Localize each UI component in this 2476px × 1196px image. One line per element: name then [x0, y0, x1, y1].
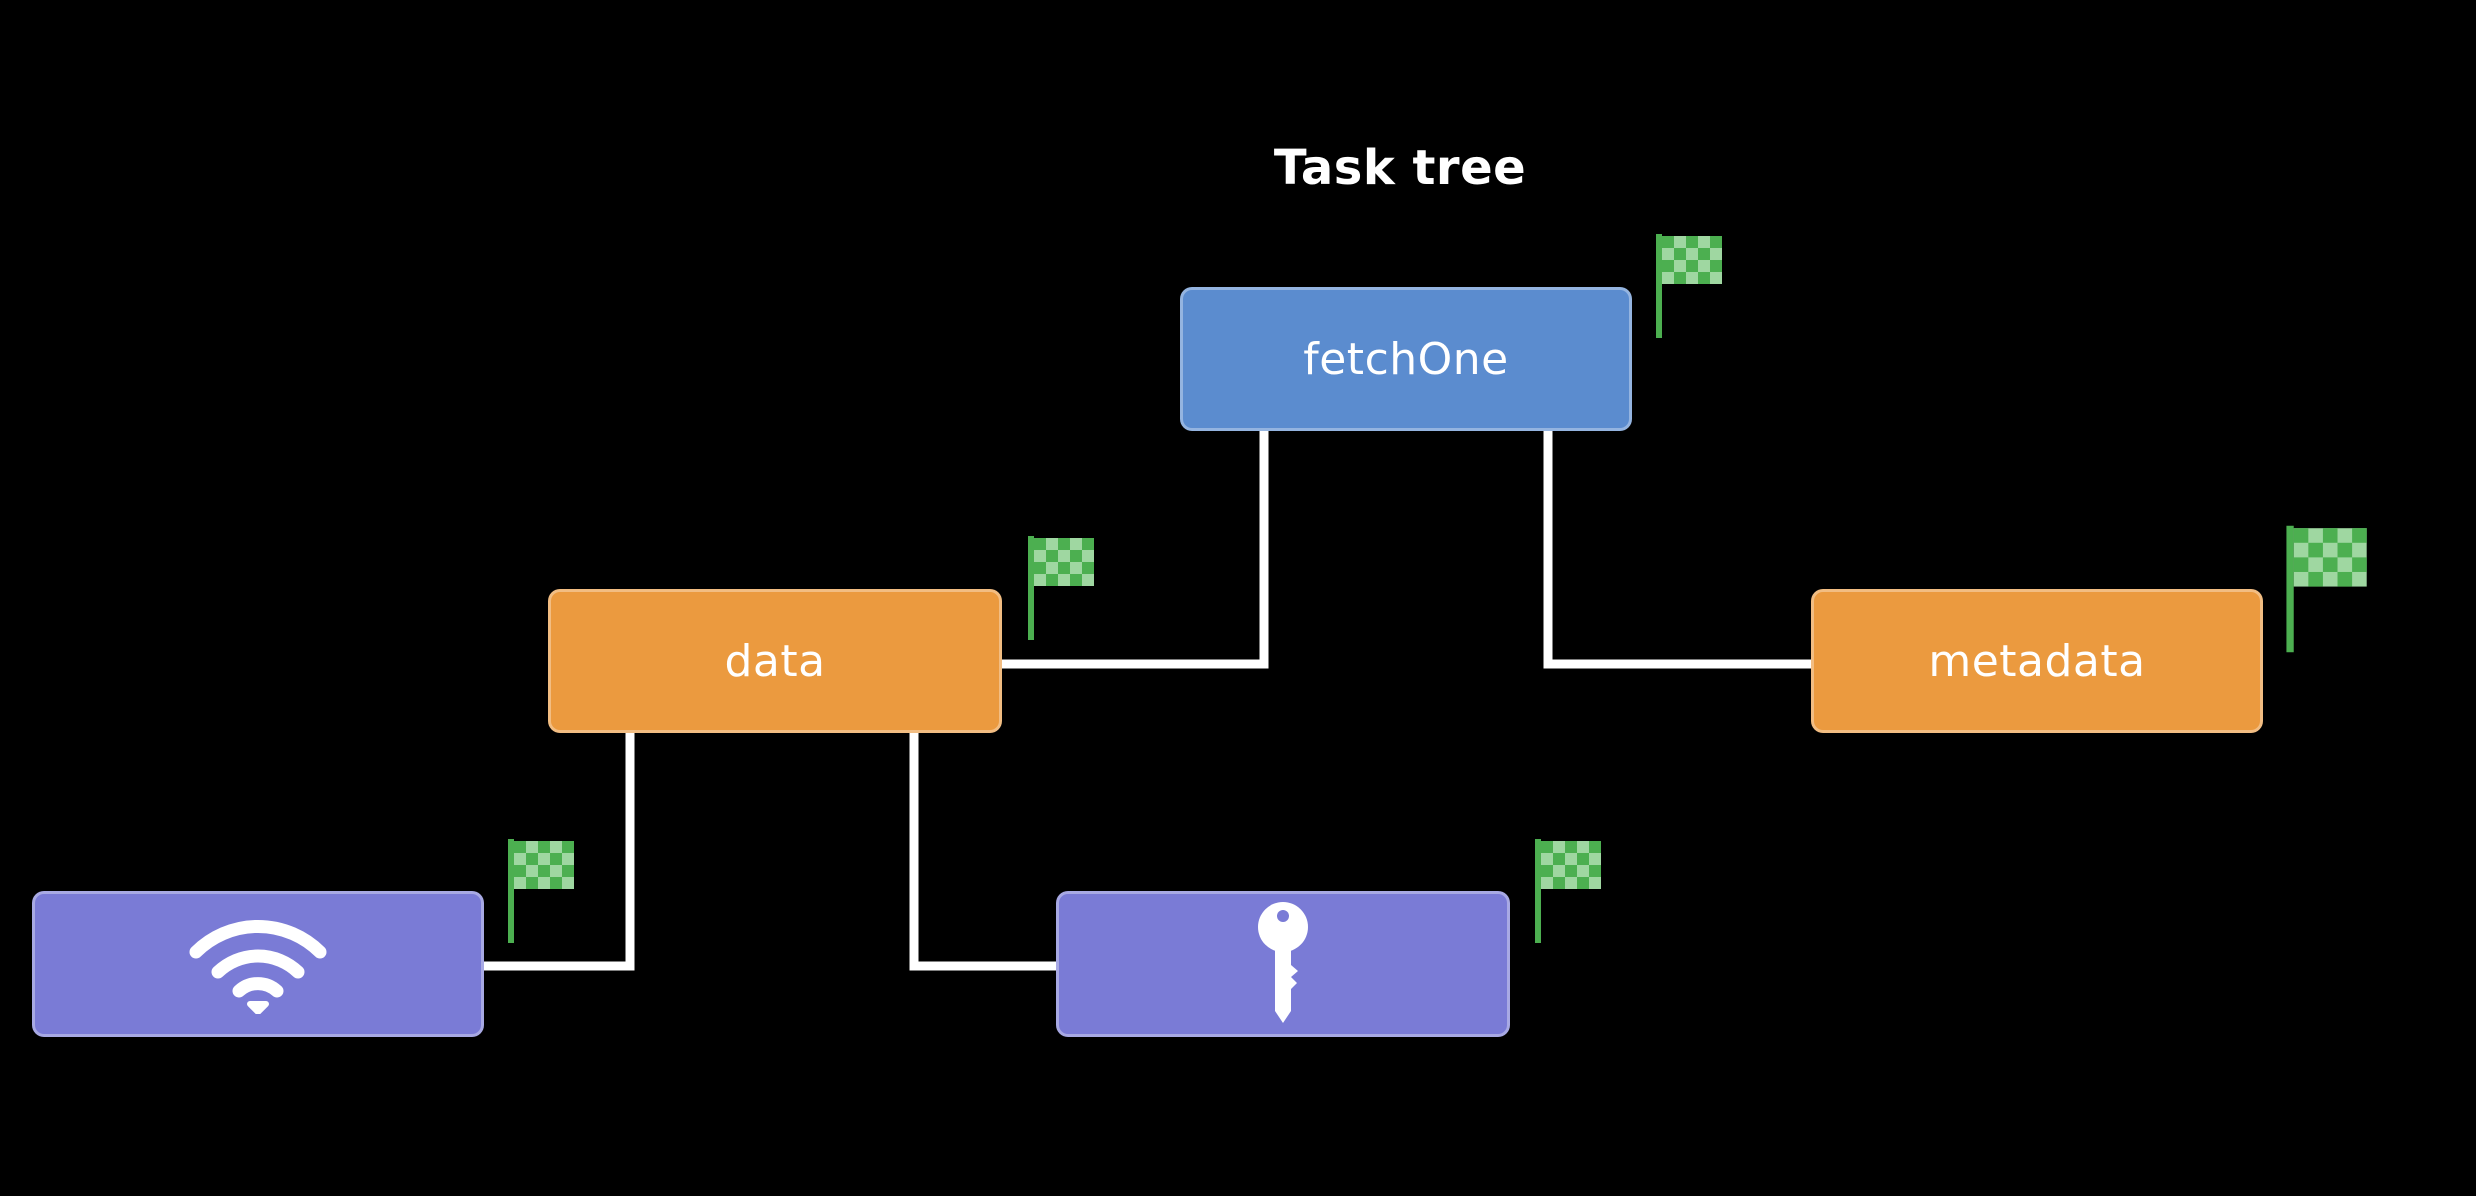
wifi-icon [189, 919, 327, 1014]
checkered-flag-icon [508, 839, 574, 943]
checkered-flag-icon [2286, 525, 2367, 653]
diagram-title: Task tree [1273, 140, 1527, 196]
connector-root-to-data [1002, 431, 1269, 669]
task-node-metadata: metadata [1811, 589, 2263, 733]
task-node-fetchone: fetchOne [1180, 287, 1632, 431]
key-icon [1258, 902, 1308, 1023]
connector-data-to-network [484, 733, 635, 971]
checkered-flag-icon [1656, 234, 1722, 338]
task-node-keychain [1056, 891, 1510, 1037]
connector-root-to-metadata [1543, 431, 1811, 669]
task-node-label: metadata [1928, 635, 2146, 687]
task-node-data: data [548, 589, 1002, 733]
checkered-flag-icon [1535, 839, 1601, 943]
task-node-label: data [724, 635, 826, 687]
connector-data-to-keychain [909, 733, 1057, 971]
checkered-flag-icon [1028, 536, 1094, 640]
task-node-label: fetchOne [1303, 333, 1509, 385]
task-node-network [32, 891, 484, 1037]
